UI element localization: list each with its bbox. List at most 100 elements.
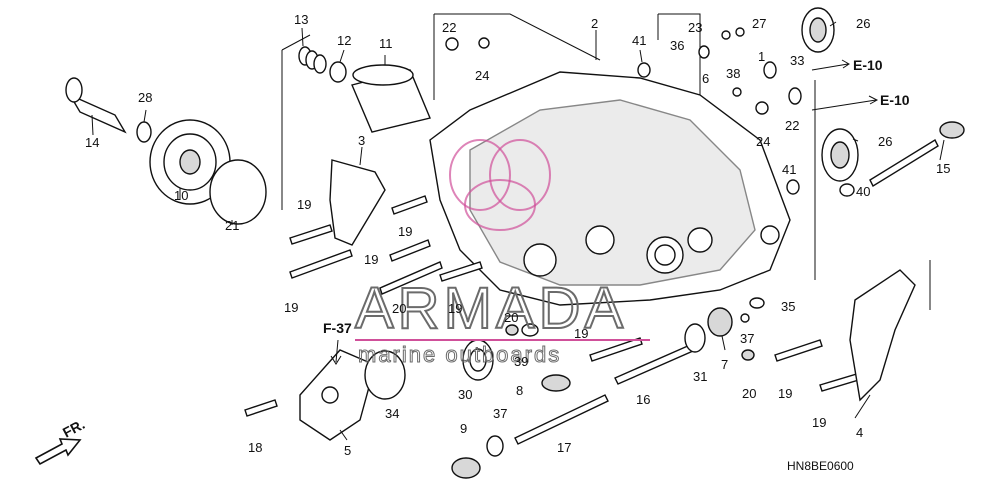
watermark-flower <box>449 139 551 231</box>
oil-filter-11 <box>351 64 431 133</box>
callout-19-a: 19 <box>297 197 311 212</box>
bolts-19 <box>289 195 873 392</box>
callout-30: 21 <box>225 218 239 233</box>
callout-28: 30 <box>458 387 472 402</box>
callout-20-a: 20 <box>504 310 518 325</box>
callout-34: 36 <box>670 38 684 53</box>
callout-38: 37 <box>740 331 754 346</box>
o-ring-12 <box>329 61 347 83</box>
callout-14: 14 <box>85 135 99 150</box>
callout-19-e: 19 <box>448 301 462 316</box>
o-ring-30 <box>209 159 267 225</box>
callout-24-b: 24 <box>756 134 770 149</box>
callout-19-b: 19 <box>398 224 412 239</box>
cap-7 <box>707 307 733 337</box>
bracket-3 <box>329 159 386 246</box>
pipe-16 <box>614 344 694 385</box>
callout-18: 18 <box>248 440 262 455</box>
callout-10: 10 <box>174 188 188 203</box>
bearing-27 <box>801 7 835 53</box>
callout-8: 8 <box>516 383 523 398</box>
ref-label-e10-lower: E-10 <box>880 92 910 108</box>
bolt-18 <box>244 399 278 417</box>
callout-1: 1 <box>758 49 765 64</box>
collar-20 <box>505 324 755 361</box>
callout-19-c: 19 <box>364 252 378 267</box>
callout-36: 38 <box>726 66 740 81</box>
callout-23: 23 <box>688 20 702 35</box>
callout-19-d: 19 <box>284 300 298 315</box>
callout-37: 35 <box>781 299 795 314</box>
ref-arrow-e10-lower <box>811 95 879 111</box>
callout-19-f: 19 <box>574 326 588 341</box>
callout-32: 34 <box>385 406 399 421</box>
washer-37 <box>749 297 765 309</box>
crankcase-cover <box>429 71 791 306</box>
callout-22-a: 22 <box>442 20 456 35</box>
oil-strainer-14 <box>65 77 127 134</box>
callout-13: 13 <box>294 12 308 27</box>
filter-cover-10 <box>149 119 231 205</box>
callout-33: 28 <box>138 90 152 105</box>
callout-24-a: 24 <box>475 68 489 83</box>
callout-35: 37 <box>493 406 507 421</box>
callout-39: 40 <box>856 184 870 199</box>
callout-11: 11 <box>379 36 393 51</box>
ref-arrow-f37 <box>330 339 342 365</box>
seal-28 <box>462 339 494 381</box>
washer-40 <box>521 323 539 337</box>
callout-27: 26 <box>856 16 870 31</box>
watermark-tagline: marine outboards <box>358 342 561 367</box>
callout-15: 15 <box>936 161 950 176</box>
callout-16: 16 <box>636 392 650 407</box>
callout-40: 39 <box>514 354 528 369</box>
callout-19-g: 19 <box>778 386 792 401</box>
callout-17: 17 <box>557 440 571 455</box>
plug-9 <box>451 457 481 479</box>
callout-19-h: 19 <box>812 415 826 430</box>
o-ring-39 <box>839 183 855 197</box>
callout-numbers: 13 12 11 28 14 3 10 21 19 19 19 19 20 19… <box>85 12 950 458</box>
ref-label-f37: F-37 <box>323 320 352 336</box>
leader-lines <box>91 21 945 441</box>
small-parts-upper <box>445 27 802 115</box>
assembly-boundary-lines <box>281 13 931 310</box>
callout-12: 12 <box>337 33 351 48</box>
dowel-41 <box>637 62 800 195</box>
plug-8 <box>541 374 571 392</box>
oil-seal-33 <box>136 121 152 143</box>
o-ring-32 <box>364 350 406 400</box>
callout-5: 5 <box>344 443 351 458</box>
ref-label-e10-upper: E-10 <box>853 57 883 73</box>
spring-13 <box>298 46 327 74</box>
bracket-4 <box>849 269 916 402</box>
o-ring-29 <box>684 323 706 353</box>
callout-4: 4 <box>856 425 863 440</box>
pump-body-5 <box>299 349 376 441</box>
callout-20-b: 20 <box>742 386 756 401</box>
callout-41-a: 41 <box>632 33 646 48</box>
bearing-26 <box>821 128 859 182</box>
callout-22-b: 22 <box>785 118 799 133</box>
callout-9: 9 <box>460 421 467 436</box>
pipe-17 <box>514 394 609 445</box>
callout-2: 2 <box>591 16 598 31</box>
callout-6: 6 <box>702 71 709 86</box>
callout-29: 31 <box>693 369 707 384</box>
callout-26: 26 <box>878 134 892 149</box>
dipstick-15 <box>869 121 965 187</box>
callout-21: 20 <box>392 301 406 316</box>
bolt-38 <box>740 313 750 323</box>
front-indicator-label: FR. <box>60 416 87 441</box>
callout-25: 27 <box>752 16 766 31</box>
callout-31: 33 <box>790 53 804 68</box>
diagram-code: HN8BE0600 <box>787 459 854 473</box>
callout-41-b: 41 <box>782 162 796 177</box>
o-ring-35 <box>486 435 504 457</box>
callout-7: 7 <box>721 357 728 372</box>
callout-3: 3 <box>358 133 365 148</box>
front-arrow-icon <box>34 438 82 466</box>
ref-arrow-e10-upper <box>811 59 850 71</box>
watermark-brand: ARMADA <box>355 276 627 341</box>
